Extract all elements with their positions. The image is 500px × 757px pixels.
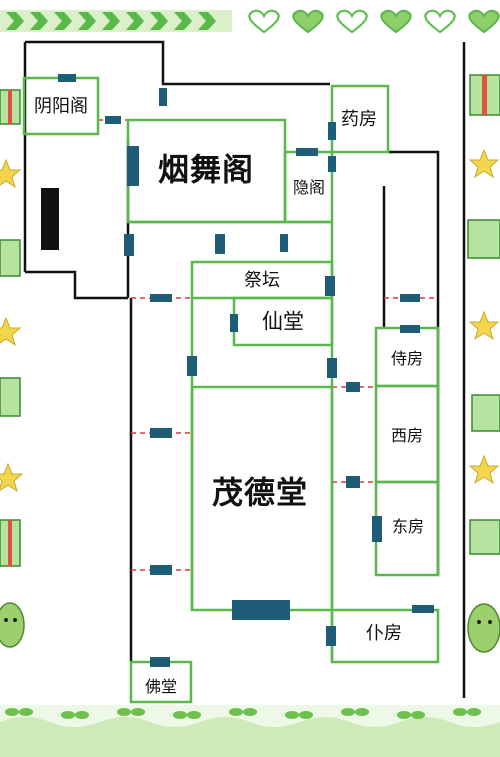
room-yao-fang bbox=[330, 84, 390, 154]
door bbox=[328, 156, 336, 172]
door bbox=[400, 325, 420, 333]
label-yanwu-ge: 烟舞阁 bbox=[158, 152, 254, 189]
star-icon bbox=[0, 148, 500, 493]
top-banner bbox=[0, 0, 500, 38]
door bbox=[105, 116, 121, 124]
label-yin-ge: 隐阁 bbox=[292, 178, 326, 197]
door bbox=[412, 605, 434, 613]
door bbox=[325, 276, 335, 296]
door bbox=[150, 565, 172, 575]
label-ji-tan: 祭坛 bbox=[244, 270, 280, 291]
door bbox=[187, 356, 197, 376]
door bbox=[372, 516, 382, 542]
door bbox=[326, 626, 336, 646]
door bbox=[127, 146, 139, 186]
label-fo-tang: 佛堂 bbox=[144, 677, 178, 696]
door bbox=[124, 234, 134, 256]
door bbox=[232, 600, 290, 620]
label-pu-fang: 仆房 bbox=[366, 623, 402, 644]
door bbox=[328, 122, 336, 140]
door bbox=[327, 358, 337, 378]
label-xian-tang: 仙堂 bbox=[262, 309, 304, 334]
gift-box-icon bbox=[0, 74, 500, 567]
door bbox=[58, 74, 76, 82]
label-shi-fang: 侍房 bbox=[390, 349, 424, 368]
door bbox=[150, 657, 170, 667]
door bbox=[400, 294, 420, 302]
chevron-banner-icon bbox=[6, 12, 216, 30]
label-dong-fang: 东房 bbox=[391, 517, 425, 536]
sprout-border bbox=[0, 705, 500, 757]
door bbox=[280, 234, 288, 252]
doors bbox=[58, 74, 434, 667]
label-yao-fang: 药房 bbox=[341, 109, 377, 130]
door bbox=[346, 476, 360, 488]
door bbox=[215, 234, 225, 254]
door bbox=[159, 88, 167, 106]
door bbox=[150, 294, 172, 302]
door bbox=[150, 428, 172, 438]
outer-walls bbox=[23, 40, 466, 698]
door bbox=[296, 148, 318, 156]
bean-character-icon bbox=[0, 602, 500, 653]
label-maode-tang: 茂德堂 bbox=[212, 475, 308, 512]
room-outlines bbox=[22, 76, 440, 704]
label-yinyang-ge: 阴阳阁 bbox=[34, 96, 88, 117]
heart-icon bbox=[248, 9, 500, 34]
black-pillar bbox=[41, 188, 59, 250]
label-xi-fang: 西房 bbox=[390, 426, 424, 445]
door bbox=[346, 382, 360, 392]
door bbox=[230, 314, 238, 332]
